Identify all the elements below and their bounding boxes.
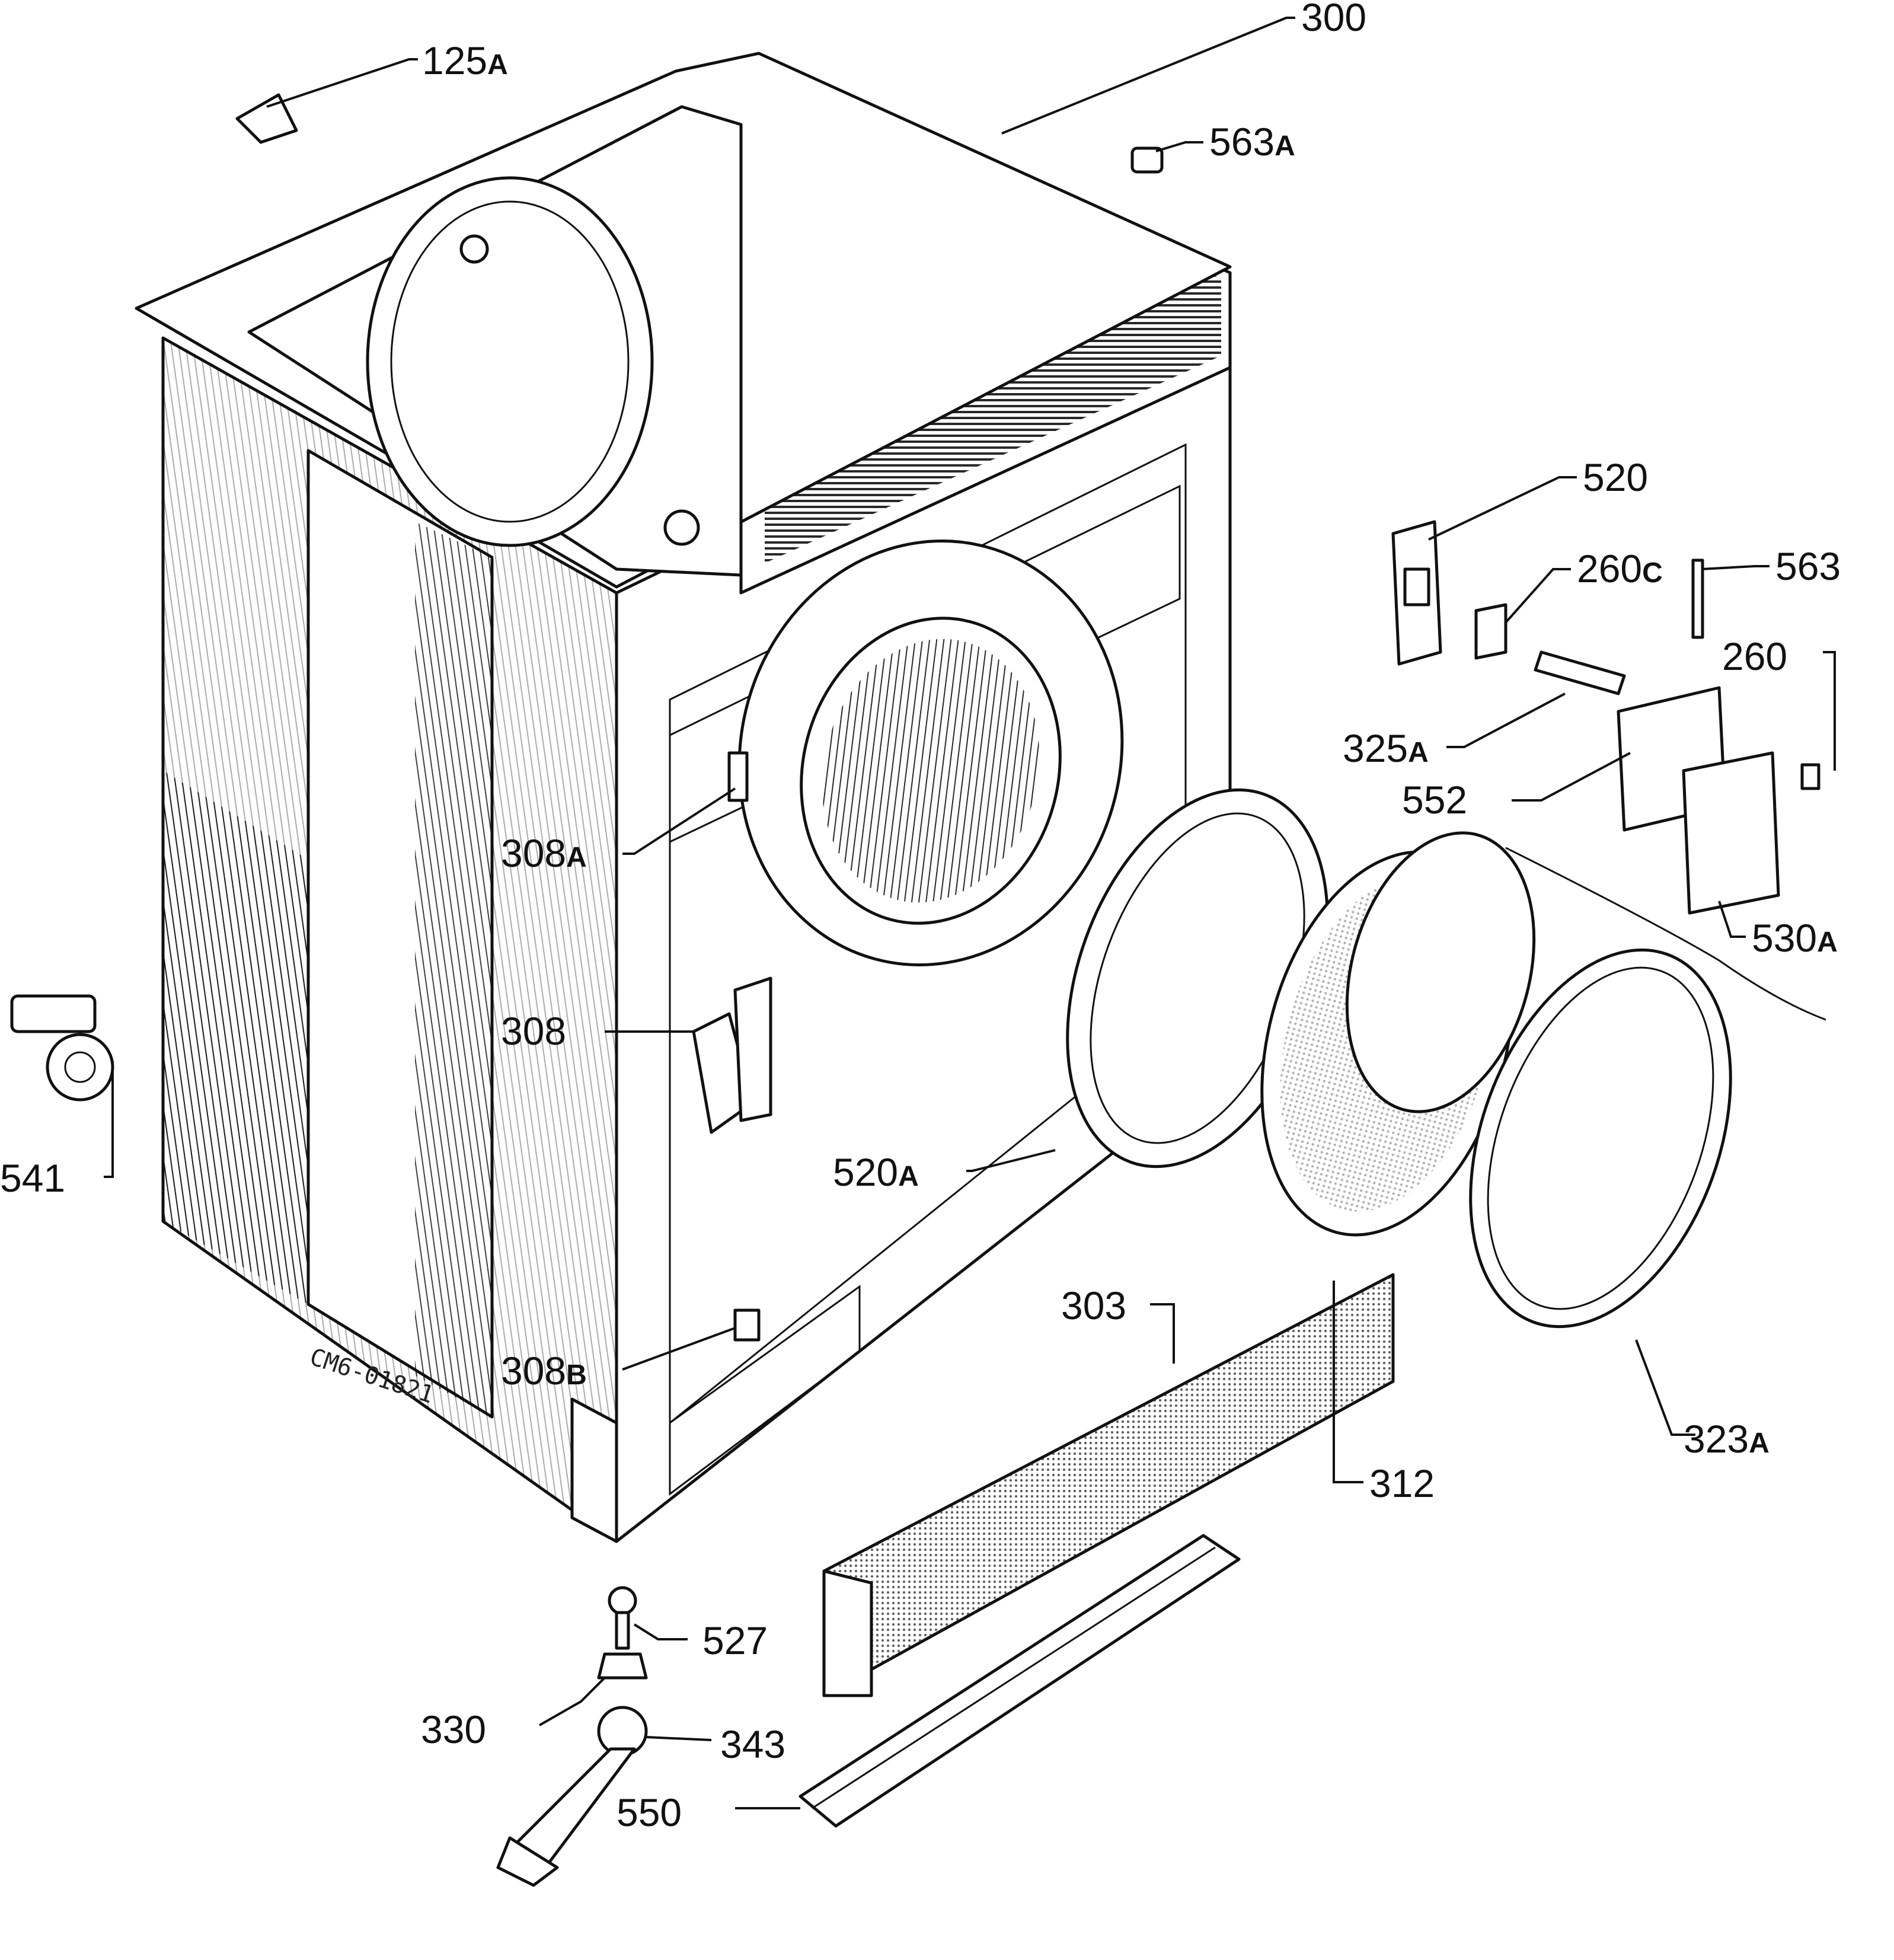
callout-330: 330 [421,1707,486,1751]
leveling-foot [597,1586,648,1680]
cover-530a [1682,751,1780,915]
callout-308b: 308B [501,1349,587,1393]
spanner-key [496,1706,648,1887]
plinth-bar [799,1534,1241,1828]
callout-300: 300 [1301,0,1366,39]
spring-clip-260c [1474,603,1507,660]
callout-260: 260 [1722,634,1787,678]
callout-323a: 323A [1684,1417,1770,1461]
callout-520: 520 [1583,455,1648,499]
pin-563 [1691,558,1704,639]
callout-530a: 530A [1752,916,1838,960]
callout-563: 563 [1775,544,1841,588]
door-outer-ring [1469,948,1732,1329]
cabinet-frame: CM6-01821 [135,52,1232,1543]
callout-125a: 125A [422,39,508,82]
door-glass-bowl [1260,831,1536,1237]
callout-343: 343 [720,1722,785,1766]
door-lock-group [1391,520,1826,1021]
callout-550: 550 [617,1790,682,1834]
callout-labels: 300 125A 563A 520 260C 563 260 325A 552 … [0,0,1841,1834]
callout-303: 303 [1061,1284,1126,1327]
kickplate [822,1273,1395,1697]
callout-552: 552 [1402,778,1467,822]
callout-541: 541 [0,1156,65,1200]
callout-308a: 308A [501,831,587,875]
callout-325a: 325A [1343,726,1429,770]
callout-312: 312 [1369,1461,1435,1505]
hose-clamp [10,994,114,1102]
leader-lines [104,17,1836,1809]
plug-563a [1130,146,1164,174]
clip-125a [235,93,298,144]
callout-527: 527 [702,1619,768,1662]
handle-lever-325a [1534,650,1626,695]
callout-308: 308 [501,1009,566,1053]
callout-520a: 520A [833,1150,919,1194]
spring-260 [1800,763,1820,790]
callout-260c: 260C [1577,547,1663,590]
callout-563a: 563A [1209,120,1295,164]
